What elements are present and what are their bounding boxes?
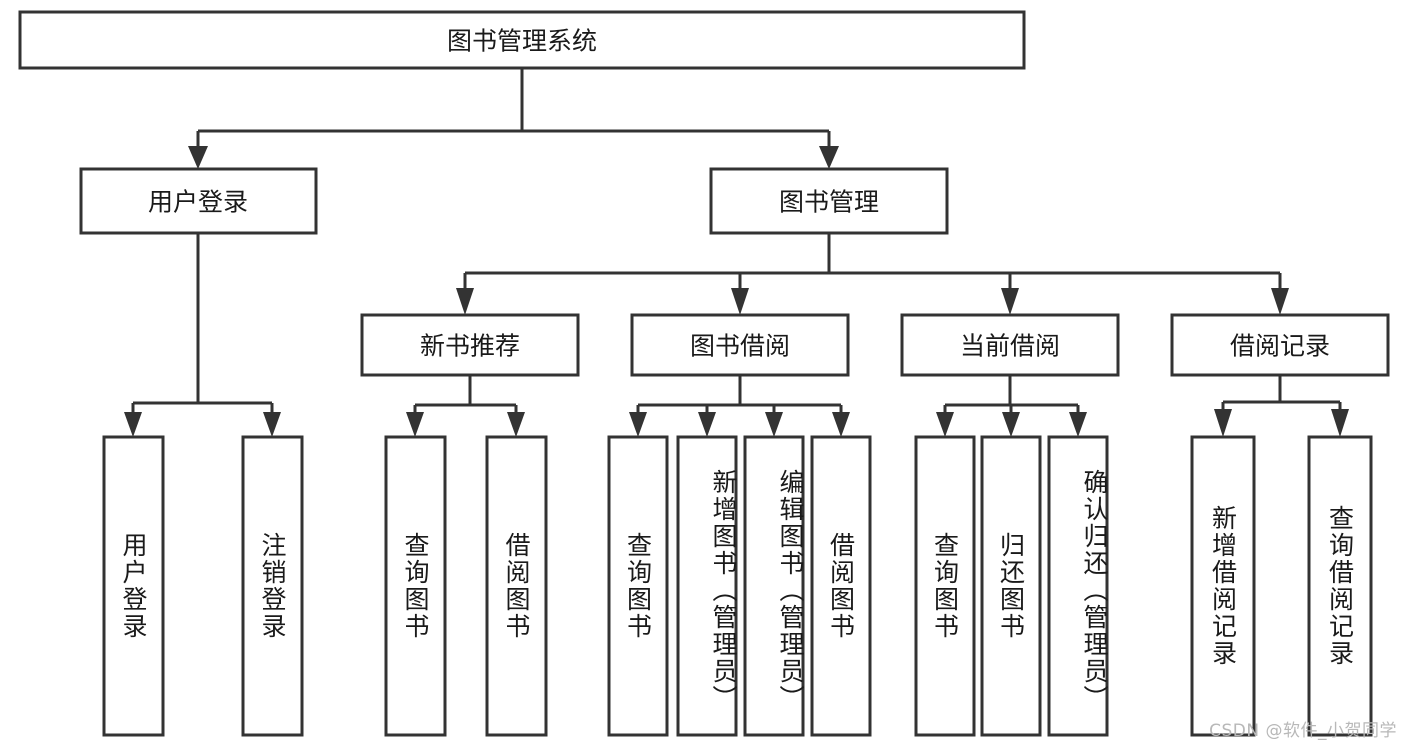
node-login-box[interactable] (79, 167, 318, 235)
arrow-head-leaf-8 (832, 412, 850, 437)
node-leaf-13-box[interactable] (1307, 435, 1373, 737)
node-newbook-box[interactable] (360, 313, 580, 377)
node-leaf-10-box[interactable] (980, 435, 1042, 737)
node-borrow[interactable]: 图书借阅 (630, 313, 850, 377)
node-leaf-8-box[interactable] (810, 435, 872, 737)
arrow-head-borrow (731, 288, 749, 315)
arrow-head-leaf-3 (406, 412, 424, 437)
csdn-watermark: CSDN @软件_小贺同学 (1209, 721, 1397, 741)
arrow-head-leaf-7 (765, 412, 783, 437)
node-leaf-11-box[interactable] (1047, 435, 1109, 737)
arrow-head-leaf-5 (629, 412, 647, 437)
arrow-head-current (1001, 288, 1019, 315)
node-leaf-6-box[interactable] (676, 435, 738, 737)
node-current[interactable]: 当前借阅 (900, 313, 1120, 377)
node-bookmgmt[interactable]: 图书管理 (709, 167, 949, 235)
arrow-head-leaf-1 (124, 412, 142, 437)
node-leaf-7-box[interactable] (743, 435, 805, 737)
node-borrow-box[interactable] (630, 313, 850, 377)
node-records[interactable]: 借阅记录 (1170, 313, 1390, 377)
node-leaf-9-box[interactable] (914, 435, 976, 737)
node-leaf-3-box[interactable] (384, 435, 447, 737)
arrow-head-leaf-13 (1331, 409, 1349, 437)
node-records-box[interactable] (1170, 313, 1390, 377)
node-current-label: 当前借阅 (960, 332, 1060, 361)
arrow-head-records (1271, 288, 1289, 315)
arrow-head-leaf-12 (1214, 409, 1232, 437)
node-leaf-1-box[interactable] (102, 435, 165, 737)
arrow-head-leaf-10 (1002, 412, 1020, 437)
node-root-box[interactable] (18, 10, 1026, 70)
arrow-head-bookmgmt (819, 146, 839, 169)
arrow-head-leaf-4 (507, 412, 525, 437)
arrow-head-login (188, 146, 208, 169)
node-leaf-5-box[interactable] (607, 435, 669, 737)
node-records-label: 借阅记录 (1230, 332, 1330, 361)
node-borrow-label: 图书借阅 (690, 332, 790, 361)
leaf-box-layer[interactable] (102, 435, 1373, 737)
node-bookmgmt-box[interactable] (709, 167, 949, 235)
node-root[interactable]: 图书管理系统 (18, 10, 1026, 70)
node-login[interactable]: 用户登录 (79, 167, 318, 235)
arrow-head-leaf-2 (263, 412, 281, 437)
arrow-head-leaf-11 (1069, 412, 1087, 437)
arrow-head-newbook (456, 288, 474, 315)
node-newbook[interactable]: 新书推荐 (360, 313, 580, 377)
node-leaf-4-box[interactable] (485, 435, 548, 737)
node-leaf-12-box[interactable] (1190, 435, 1256, 737)
node-root-label: 图书管理系统 (447, 27, 597, 56)
arrow-head-leaf-9 (936, 412, 954, 437)
node-bookmgmt-label: 图书管理 (779, 188, 879, 217)
arrow-head-leaf-6 (698, 412, 716, 437)
node-leaf-2-box[interactable] (241, 435, 304, 737)
node-login-label: 用户登录 (148, 188, 248, 217)
node-newbook-label: 新书推荐 (420, 332, 520, 361)
node-current-box[interactable] (900, 313, 1120, 377)
connector-layer (124, 68, 1349, 437)
